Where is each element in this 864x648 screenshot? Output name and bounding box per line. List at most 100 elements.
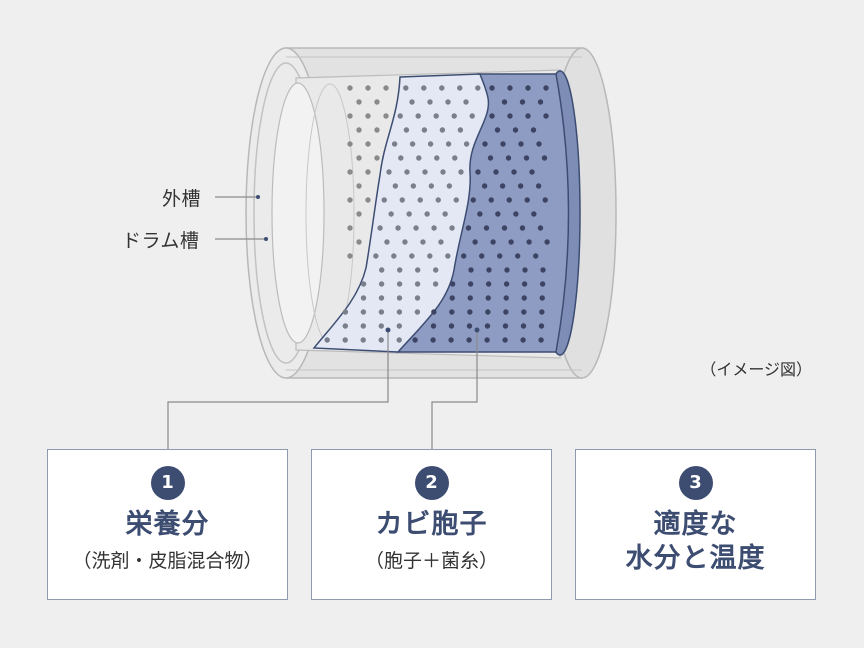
spore-dot xyxy=(537,225,544,231)
spore-dot xyxy=(475,85,481,91)
spore-dot xyxy=(422,169,428,175)
spore-dot xyxy=(515,253,521,259)
spore-dot xyxy=(452,155,458,161)
spore-dot xyxy=(467,309,473,315)
spore-dot xyxy=(406,211,412,217)
spore-dot xyxy=(365,141,371,147)
spore-dot xyxy=(445,99,451,105)
spore-dot xyxy=(397,267,403,273)
spore-dot xyxy=(537,99,544,105)
spore-dot xyxy=(365,197,371,203)
spore-dot xyxy=(539,281,546,287)
spore-dot xyxy=(398,155,404,161)
spore-dot xyxy=(378,281,385,287)
spore-dot xyxy=(365,169,371,175)
spore-dot xyxy=(347,141,353,147)
spore-dot xyxy=(483,225,490,231)
spore-dot xyxy=(497,253,503,259)
spore-dot xyxy=(495,211,501,217)
spore-dot xyxy=(413,225,419,231)
spore-dot xyxy=(439,85,445,91)
spore-dot xyxy=(416,155,422,161)
spore-dot xyxy=(494,127,501,133)
spore-dot xyxy=(489,85,495,91)
card-title: 栄養分 xyxy=(125,509,210,540)
spore-dot xyxy=(499,183,506,189)
spore-dot xyxy=(525,85,531,91)
spore-dot xyxy=(529,169,535,175)
spore-dot xyxy=(428,183,435,189)
spore-dot xyxy=(518,141,524,147)
spore-dot xyxy=(374,99,380,105)
spore-dot xyxy=(479,253,485,259)
spore-dot xyxy=(493,169,499,175)
spore-dot xyxy=(356,211,362,217)
spore-dot xyxy=(409,253,415,259)
spore-dot xyxy=(448,323,455,329)
spore-dot xyxy=(410,183,417,189)
spore-dot xyxy=(365,113,371,119)
spore-dot xyxy=(507,113,513,119)
spore-dot xyxy=(347,197,353,203)
spore-dot xyxy=(404,169,410,175)
spore-dot xyxy=(356,183,362,189)
spore-dot xyxy=(427,141,434,147)
spore-dot xyxy=(414,309,421,315)
spore-dot xyxy=(347,169,353,175)
spore-dot xyxy=(383,113,389,119)
spore-dot xyxy=(489,113,495,119)
spore-dot xyxy=(403,85,409,91)
spore-dot xyxy=(432,281,439,287)
spore-dot xyxy=(536,141,542,147)
spore-dot xyxy=(507,85,513,91)
spore-dot xyxy=(342,309,349,315)
spore-dot xyxy=(524,197,530,203)
spore-dot xyxy=(440,169,446,175)
spore-dot xyxy=(539,295,545,301)
spore-dot xyxy=(379,267,385,273)
spore-dot xyxy=(519,225,526,231)
spore-dot xyxy=(415,113,421,119)
spore-dot xyxy=(396,281,403,287)
spore-dot xyxy=(533,253,539,259)
spore-dot xyxy=(487,155,494,161)
leader-endpoints xyxy=(256,195,480,333)
spore-dot xyxy=(373,253,379,259)
spore-dot xyxy=(378,295,385,301)
spore-dot xyxy=(453,197,459,203)
spore-dot xyxy=(466,337,472,343)
spore-dot xyxy=(442,211,448,217)
card-title: カビ胞子 xyxy=(375,509,488,540)
spore-dot xyxy=(377,225,383,231)
spore-dot xyxy=(388,211,394,217)
spore-dot xyxy=(520,323,527,329)
spore-dot xyxy=(391,253,397,259)
spore-dot xyxy=(414,281,421,287)
spore-dot xyxy=(503,281,510,287)
card-title-line1: 適度な xyxy=(653,509,738,540)
spore-dot xyxy=(486,267,492,273)
spore-dot xyxy=(342,337,348,343)
spore-dot xyxy=(396,323,402,329)
spore-dot xyxy=(472,239,478,245)
spore-dot xyxy=(430,337,436,343)
spore-dot xyxy=(449,281,456,287)
spore-dot xyxy=(531,211,537,217)
spore-dot xyxy=(485,295,491,301)
spore-dot xyxy=(446,183,453,189)
spore-dot xyxy=(502,323,509,329)
spore-dot xyxy=(503,295,509,301)
spore-dot xyxy=(439,127,446,133)
spore-dot xyxy=(424,211,430,217)
spore-dot xyxy=(383,85,389,91)
spore-dot xyxy=(539,309,545,315)
spore-dot xyxy=(392,183,399,189)
spore-dot xyxy=(374,127,380,133)
spore-dot xyxy=(543,85,549,91)
spore-dot xyxy=(501,99,508,105)
spore-dot xyxy=(356,127,362,133)
spore-dot xyxy=(347,113,353,119)
spore-dot xyxy=(435,197,441,203)
spore-dot xyxy=(448,337,454,343)
factor-card-moisture-temperature: 3 適度な 水分と温度 xyxy=(575,449,816,600)
